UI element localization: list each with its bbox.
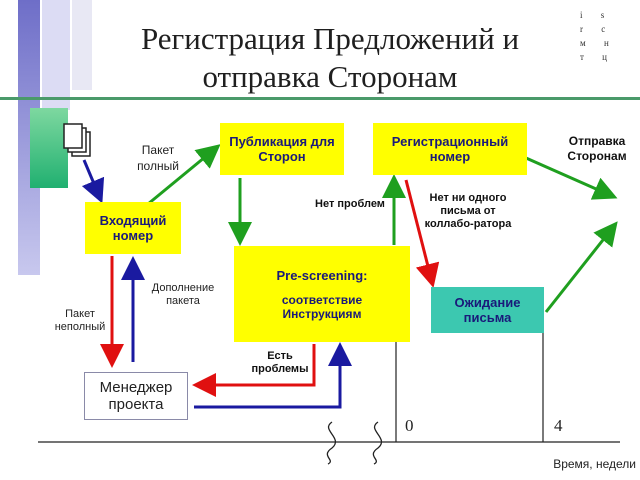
no-letter-label: Нет ни одного письма от коллабо-ратора bbox=[424, 192, 512, 230]
decor-rule bbox=[0, 97, 640, 100]
package-supplement-label: Дополнение пакета bbox=[151, 282, 215, 307]
publication-box: Публикация для Сторон bbox=[220, 123, 344, 175]
registration-number-box: Регистрационный номер bbox=[373, 123, 527, 175]
project-manager-label: Менеджер проекта bbox=[99, 379, 173, 413]
decor-bar-lilac bbox=[42, 0, 70, 110]
decor-bar-green bbox=[30, 108, 68, 188]
axis-label: Время, недели bbox=[553, 457, 636, 471]
package-incomplete-label: Пакет неполный bbox=[54, 308, 106, 333]
waiting-letter-box: Ожидание письма bbox=[431, 287, 544, 333]
project-manager-box: Менеджер проекта bbox=[84, 372, 188, 420]
prescreening-subtitle: соответствие Инструкциям bbox=[281, 292, 363, 321]
prescreening-title: Pre-screening: bbox=[276, 267, 368, 283]
logo-line1: i s r c bbox=[580, 10, 614, 34]
registration-number-label: Регистрационный номер bbox=[391, 134, 509, 164]
prescreening-box: Pre-screening: соответствие Инструкциям bbox=[234, 246, 410, 342]
no-problems-label: Нет проблем bbox=[315, 198, 385, 210]
axis-break-1 bbox=[326, 421, 337, 465]
logo: i s r c м н т ц bbox=[580, 8, 630, 64]
has-problems-label: Есть проблемы bbox=[251, 350, 309, 375]
logo-line2: м н т ц bbox=[580, 38, 617, 62]
incoming-number-label: Входящий номер bbox=[99, 213, 167, 243]
incoming-number-box: Входящий номер bbox=[85, 202, 181, 254]
decor-bar-gray bbox=[72, 0, 92, 90]
axis-break-2 bbox=[372, 421, 383, 465]
publication-label: Публикация для Сторон bbox=[229, 134, 335, 164]
package-full-label: Пакет полный bbox=[137, 143, 179, 173]
axis-tick-0: 0 bbox=[405, 416, 414, 435]
page-title: Регистрация Предложений и отправка Сторо… bbox=[140, 21, 520, 94]
send-parties-label: Отправка Сторонам bbox=[567, 134, 627, 163]
waiting-letter-label: Ожидание письма bbox=[454, 295, 521, 325]
decor-bar-purple bbox=[18, 0, 40, 275]
axis-tick-4: 4 bbox=[554, 416, 563, 435]
document-icon bbox=[63, 123, 91, 157]
